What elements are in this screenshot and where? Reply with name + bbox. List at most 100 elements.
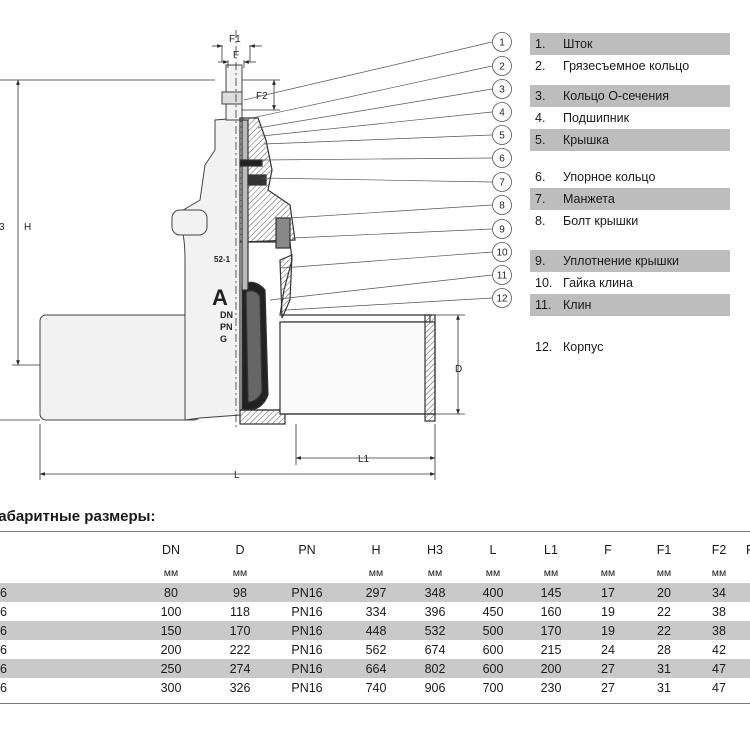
table-cell: 6	[0, 680, 7, 695]
table-cell: 400	[482, 585, 504, 600]
table-cell	[746, 621, 750, 640]
table-cell: 200	[540, 661, 562, 676]
table-bottom-rule	[0, 703, 750, 704]
column-header: H3	[427, 543, 443, 557]
table-cell: PN16	[291, 661, 323, 676]
table-cell: 22	[657, 604, 671, 619]
part-name: Корпус	[563, 340, 604, 354]
table-cell: 300	[160, 680, 182, 695]
body-markings: 52-1 A DN PN G	[212, 255, 233, 344]
part-number: 5.	[535, 133, 546, 147]
part-row: 6. Упорное кольцо	[530, 166, 730, 188]
dim-f1: F1	[229, 34, 241, 45]
table-cell: 6	[0, 604, 7, 619]
column-header: L	[489, 543, 497, 557]
column-unit: мм	[543, 567, 559, 579]
dim-l: L	[234, 470, 240, 481]
part-row: 5.Крышка	[530, 129, 730, 151]
column-unit: мм	[427, 567, 443, 579]
g-mark: G	[220, 334, 227, 344]
column-unit: мм	[232, 567, 248, 579]
table-cell: 250	[160, 661, 182, 676]
table-cell: 28	[657, 642, 671, 657]
part-name: Шток	[563, 37, 593, 51]
column-header: F2	[711, 543, 727, 557]
dimension-lines	[0, 30, 465, 480]
part-number: 1.	[535, 37, 546, 51]
table-cell: 222	[229, 642, 251, 657]
table-cell: 6	[0, 623, 7, 638]
part-row: 8. Болт крышки	[530, 210, 730, 232]
table-cell: 664	[365, 661, 387, 676]
column-header	[0, 533, 130, 563]
table-cell: 6	[0, 585, 7, 600]
part-name: Гайка клина	[563, 276, 633, 290]
table-cell	[746, 583, 750, 602]
table-cell: 674	[424, 642, 446, 657]
table-cell: 215	[540, 642, 562, 657]
column-header: H	[371, 543, 381, 557]
column-unit: мм	[656, 567, 672, 579]
part-name: Грязесъемное кольцо	[563, 59, 690, 73]
pn-mark: PN	[220, 322, 233, 332]
table-cell: 38	[712, 623, 726, 638]
part-row: 10. Гайка клина	[530, 272, 730, 294]
part-number: 10.	[535, 276, 553, 290]
brand-mark: A	[212, 285, 228, 310]
table-cell: 31	[657, 661, 671, 676]
part-name: Болт крышки	[563, 214, 639, 228]
section-title: габаритные размеры:	[0, 508, 156, 525]
table-cell: 145	[540, 585, 562, 600]
part-name: Манжета	[563, 192, 615, 206]
part-number: 4.	[535, 111, 546, 125]
column-unit	[746, 563, 750, 583]
table-cell: PN16	[291, 604, 323, 619]
table-cell: 24	[601, 642, 615, 657]
table-cell: 42	[712, 642, 726, 657]
column-header: DN	[161, 543, 181, 557]
column-header: L1	[544, 543, 558, 557]
table-cell: 31	[657, 680, 671, 695]
column-unit: мм	[711, 567, 727, 579]
part-name: Кольцо О-сечения	[563, 89, 669, 103]
column-unit: мм	[163, 567, 179, 579]
table-cell: 160	[540, 604, 562, 619]
part-row: 3. Кольцо О-сечения	[530, 85, 730, 107]
table-cell: 230	[540, 680, 562, 695]
dim-f: F	[233, 50, 239, 61]
table-cell: 34	[712, 585, 726, 600]
part-row: 7.Манжета	[530, 188, 730, 210]
table-cell: 700	[482, 680, 504, 695]
table-cell: 80	[164, 585, 178, 600]
part-number: 8.	[535, 214, 546, 228]
table-cell: 27	[601, 680, 615, 695]
table-cell: 448	[365, 623, 387, 638]
table-cell: 27	[601, 661, 615, 676]
part-name: Упорное кольцо	[563, 170, 656, 184]
dimension-labels: F1 F F2 3 H D L1 L	[0, 34, 462, 481]
table-cell: 600	[482, 661, 504, 676]
table-cell: PN16	[291, 642, 323, 657]
table-cell: 118	[230, 604, 250, 619]
table-cell	[746, 659, 750, 678]
casting-mark: 52-1	[214, 255, 231, 264]
column-header: PN	[298, 543, 316, 557]
table-cell: 38	[712, 604, 726, 619]
column-unit: мм	[368, 567, 384, 579]
table-cell: 334	[365, 604, 387, 619]
part-number: 6.	[535, 170, 546, 184]
dn-mark: DN	[220, 310, 233, 320]
table-cell	[746, 602, 750, 621]
dim-d: D	[455, 364, 462, 375]
part-number: 3.	[535, 89, 546, 103]
table-cell: 274	[229, 661, 251, 676]
table-cell: 170	[229, 623, 251, 638]
table-cell: 19	[601, 604, 615, 619]
